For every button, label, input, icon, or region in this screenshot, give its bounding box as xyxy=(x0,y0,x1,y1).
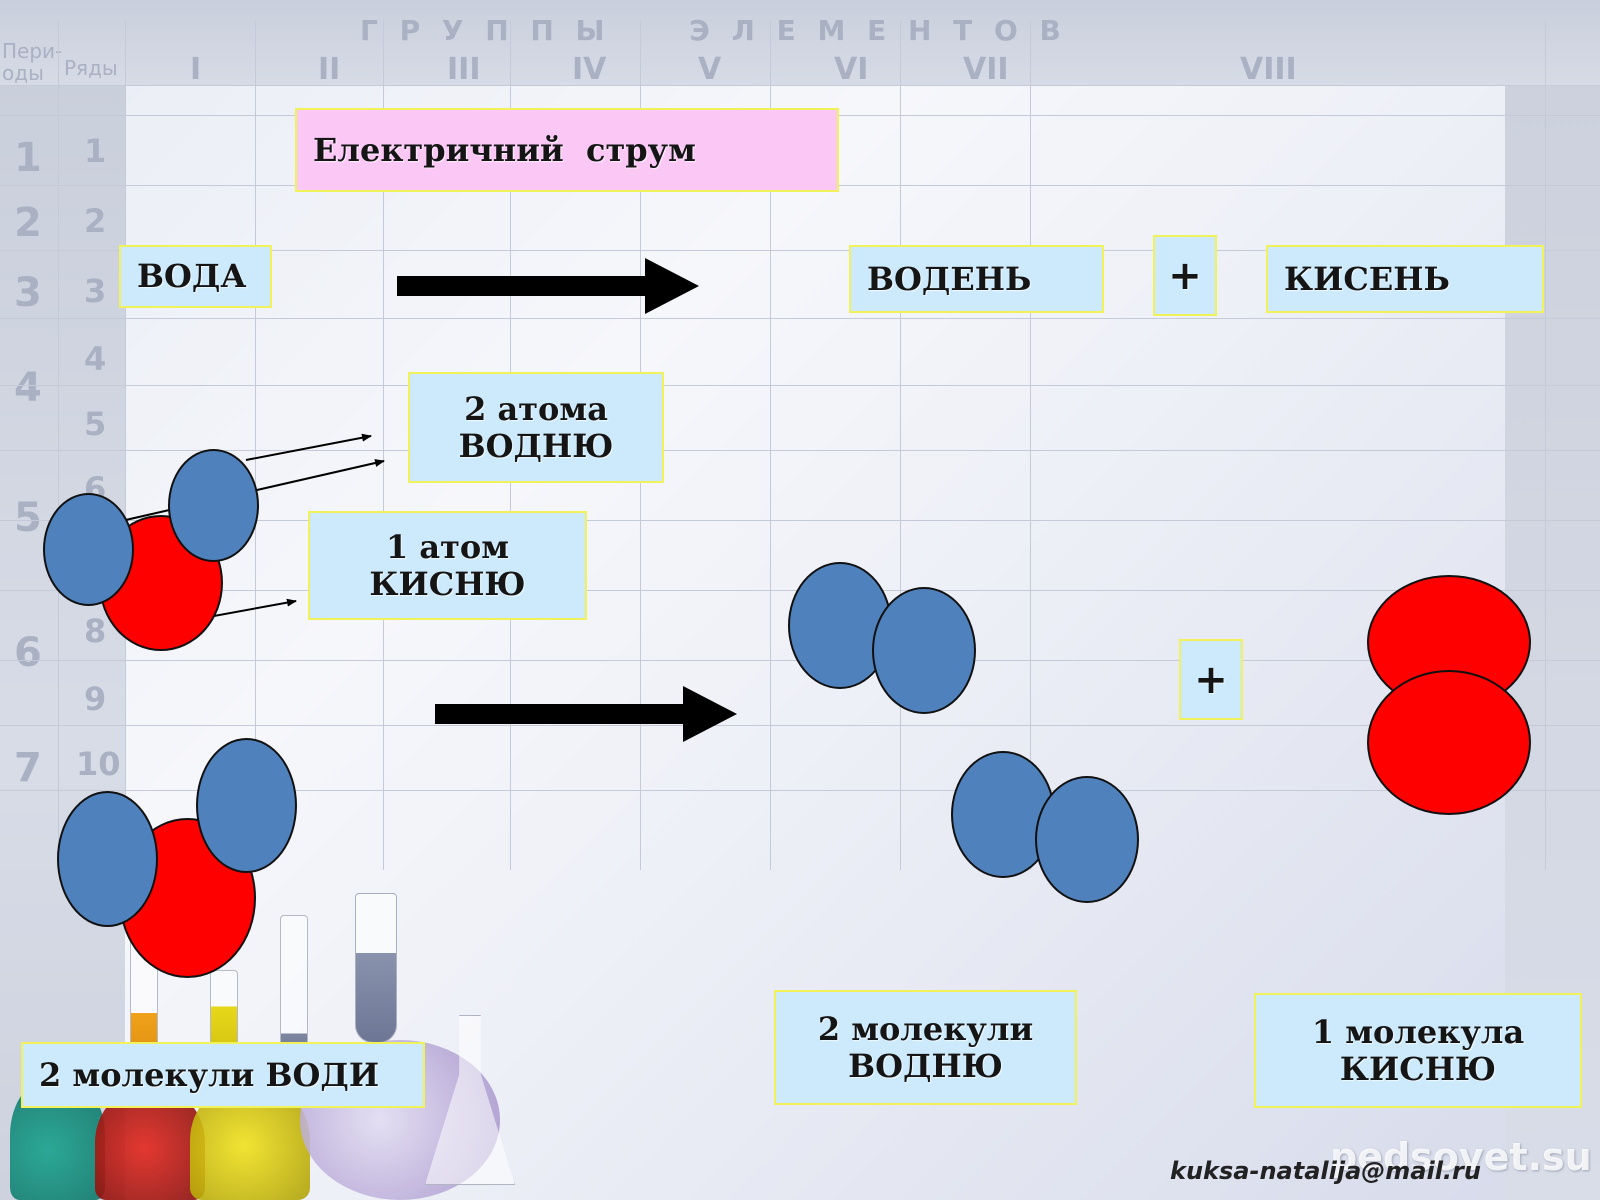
periodic-table-header xyxy=(0,0,1600,85)
group-numeral: V xyxy=(698,52,722,87)
group-numeral: I xyxy=(190,52,202,87)
grid-line xyxy=(0,318,1600,319)
reaction-arrow-top xyxy=(397,258,699,314)
hydrogen-atom xyxy=(872,587,976,714)
row-number: 1 xyxy=(84,132,107,170)
caption-oxygen-line2: КИСНЮ xyxy=(1339,1049,1497,1088)
periods-label: Пери- оды xyxy=(2,39,63,85)
row-number: 10 xyxy=(76,745,121,783)
grid-line xyxy=(770,20,771,870)
product-oxygen: КИСЕНЬ xyxy=(1266,245,1544,313)
label-oxygen-atom: 1 атом КИСНЮ xyxy=(308,511,587,620)
period-number: 3 xyxy=(14,270,42,316)
grid-line xyxy=(0,520,1600,521)
periodic-table-left-column xyxy=(0,85,125,1200)
row-number: 3 xyxy=(84,272,107,310)
group-numeral: VII xyxy=(963,52,1009,87)
group-numeral: VI xyxy=(834,52,869,87)
period-number: 5 xyxy=(14,495,42,541)
grid-line xyxy=(1545,20,1546,870)
plus-sign-bottom: + xyxy=(1179,639,1243,720)
row-number: 5 xyxy=(84,405,107,443)
grid-line xyxy=(0,450,1600,451)
pointer-arrow-hydrogen-1 xyxy=(245,433,372,461)
label-oxygen-line2: КИСНЮ xyxy=(369,564,526,603)
row-number: 4 xyxy=(84,340,107,378)
group-numeral: IV xyxy=(572,52,607,87)
period-number: 4 xyxy=(14,365,42,411)
caption-hydrogen-line2: ВОДНЮ xyxy=(848,1046,1003,1085)
group-numeral: II xyxy=(318,52,341,87)
grid-line xyxy=(0,250,1600,251)
rows-label: Ряды xyxy=(64,56,118,80)
period-number: 1 xyxy=(14,135,42,181)
row-number: 2 xyxy=(84,202,107,240)
grid-line xyxy=(0,790,1600,791)
label-oxygen-line1: 1 атом xyxy=(385,527,510,566)
caption-hydrogen-molecules: 2 молекули ВОДНЮ xyxy=(774,990,1077,1105)
caption-oxygen-line1: 1 молекула xyxy=(1311,1012,1525,1051)
grid-line xyxy=(0,385,1600,386)
grid-line xyxy=(58,20,59,870)
grid-line xyxy=(125,20,126,870)
caption-oxygen-molecule: 1 молекула КИСНЮ xyxy=(1254,993,1582,1108)
hydrogen-atom xyxy=(1035,776,1139,903)
author-email: kuksa-natalija@mail.ru xyxy=(1170,1157,1481,1185)
row-number: 8 xyxy=(84,612,107,650)
caption-water-molecules: 2 молекули ВОДИ xyxy=(21,1042,425,1108)
hydrogen-atom xyxy=(196,738,297,873)
group-numeral: VIII xyxy=(1240,52,1297,87)
period-number: 6 xyxy=(14,630,42,676)
period-number: 7 xyxy=(14,745,42,791)
product-hydrogen: ВОДЕНЬ xyxy=(849,245,1104,313)
grid-line xyxy=(0,85,1600,86)
label-hydrogen-line1: 2 атома xyxy=(464,389,608,428)
groups-header-text: Г Р У П П Ы Э Л Е М Е Н Т О В xyxy=(360,14,1067,47)
title-electric-current: Електричний струм xyxy=(295,108,839,192)
label-hydrogen-atoms: 2 атома ВОДНЮ xyxy=(408,372,664,483)
row-number: 9 xyxy=(84,680,107,718)
reactant-water: ВОДА xyxy=(119,245,272,308)
label-hydrogen-line2: ВОДНЮ xyxy=(458,426,614,465)
grid-line xyxy=(900,20,901,870)
site-watermark: pedsovet.su xyxy=(1330,1135,1592,1179)
caption-hydrogen-line1: 2 молекули xyxy=(817,1009,1034,1048)
reaction-arrow-bottom xyxy=(435,686,737,742)
grid-line xyxy=(1030,20,1031,870)
hydrogen-atom xyxy=(168,449,259,562)
oxygen-atom xyxy=(1367,670,1531,815)
grid-line xyxy=(255,20,256,870)
hydrogen-atom xyxy=(57,791,158,927)
grid-line xyxy=(0,725,1600,726)
hydrogen-atom xyxy=(43,493,134,606)
plus-sign-top: + xyxy=(1153,235,1217,316)
grid-line xyxy=(383,20,384,870)
group-numeral: III xyxy=(447,52,481,87)
period-number: 2 xyxy=(14,200,42,246)
